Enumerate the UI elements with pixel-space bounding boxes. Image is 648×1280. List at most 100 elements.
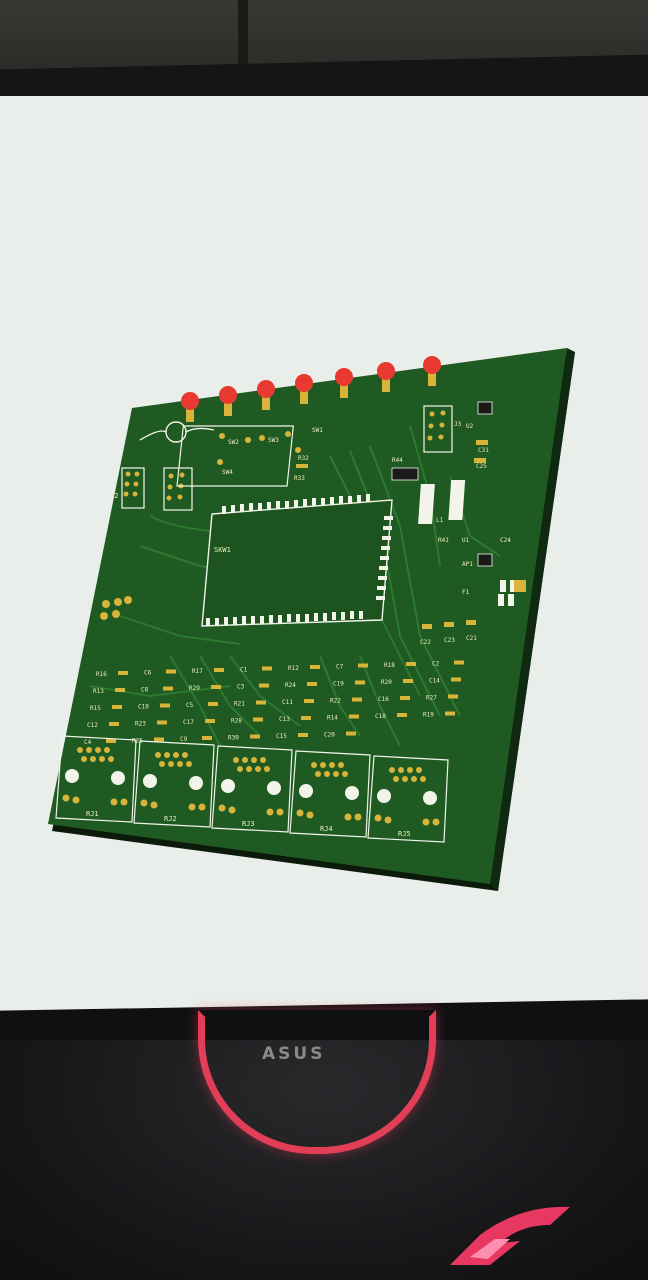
capacitor-c31 xyxy=(476,440,488,445)
led-3 xyxy=(257,380,275,410)
smd-pad xyxy=(112,705,122,709)
component-label: R20 xyxy=(381,679,392,686)
smd-pad xyxy=(160,703,170,708)
rj-pin xyxy=(177,761,183,767)
rj-shield-pad xyxy=(354,813,362,821)
component-label: C1 xyxy=(240,667,248,674)
rj-pin xyxy=(90,756,96,762)
inductor-l1-a xyxy=(418,484,435,524)
switch-block xyxy=(176,425,294,487)
rj-pin xyxy=(233,757,239,763)
mounting-hole xyxy=(267,781,281,795)
component-label: C14 xyxy=(429,678,440,685)
left-connector-pads xyxy=(100,596,132,620)
led-6 xyxy=(377,362,395,392)
mounting-hole xyxy=(221,779,235,793)
label-sw4: SW4 xyxy=(222,469,233,476)
label-sw1: SW1 xyxy=(312,427,323,434)
rj-port-label: RJ2 xyxy=(164,815,177,823)
chip-ap1 xyxy=(477,553,493,567)
rj-port-label: RJ1 xyxy=(86,810,99,818)
component-label: R13 xyxy=(93,688,104,695)
label-j3: J3 xyxy=(454,421,462,428)
smd-pad xyxy=(352,697,362,702)
component-label: C15 xyxy=(276,733,287,740)
component-label: C16 xyxy=(378,696,389,703)
smd-pad xyxy=(448,694,458,699)
rj-shield-pad xyxy=(432,818,440,826)
wall-seam xyxy=(238,0,248,78)
rj-pin xyxy=(402,776,408,782)
component-label: C7 xyxy=(336,664,344,671)
rj-shield-pad xyxy=(110,798,118,806)
rj-pin xyxy=(86,747,92,753)
pin-header xyxy=(163,467,193,511)
smd-pad xyxy=(259,683,269,688)
rj-shield-pad xyxy=(150,801,158,809)
label-j2: J2 xyxy=(110,492,118,500)
component-label: C2 xyxy=(432,661,440,668)
rj-shield-pad xyxy=(384,816,392,824)
label-sw3: SW3 xyxy=(268,437,279,444)
module-skw1 xyxy=(201,499,393,627)
mounting-hole xyxy=(299,784,313,798)
smd-pad xyxy=(109,722,119,726)
usb-pads xyxy=(498,580,516,606)
smd-pad xyxy=(166,669,176,674)
component-label: R17 xyxy=(192,668,203,675)
led-2 xyxy=(219,386,237,416)
component-label: R27 xyxy=(426,695,437,702)
mounting-hole xyxy=(143,774,157,788)
rj-pin xyxy=(411,776,417,782)
rj-pin xyxy=(186,761,192,767)
component-label: R14 xyxy=(327,715,338,722)
component-label: C18 xyxy=(375,713,386,720)
rj-pin xyxy=(168,761,174,767)
component-label: R25 xyxy=(132,738,143,745)
component-label: C8 xyxy=(141,687,149,694)
smd-pad xyxy=(208,702,218,706)
chip-ldo xyxy=(391,467,419,481)
smd-pad xyxy=(451,677,461,682)
smd-pad xyxy=(403,679,413,683)
rj-shield-pad xyxy=(228,806,236,814)
component-label: R19 xyxy=(423,712,434,719)
label-u2: U2 xyxy=(466,423,474,430)
rj-shield-pad xyxy=(72,796,80,804)
rj-pin xyxy=(104,747,110,753)
led-1 xyxy=(181,392,199,422)
component-label: C3 xyxy=(237,684,245,691)
rj-shield-pad xyxy=(140,799,148,807)
resistor-r32 xyxy=(296,464,308,468)
board-logo xyxy=(139,421,215,443)
rj-pin xyxy=(237,766,243,772)
component-label: R28 xyxy=(231,718,242,725)
connector-j3-pins xyxy=(427,410,446,441)
rj-port-outline xyxy=(55,735,137,823)
component-label: R23 xyxy=(135,721,146,728)
capacitor-c25 xyxy=(474,458,486,463)
pcb-render: J2 SW2 SW3 SW1 SW4 R32 R33 xyxy=(48,348,575,891)
label-skw1: SKW1 xyxy=(214,546,231,554)
module-pads-top xyxy=(222,494,370,514)
rj-pin xyxy=(398,767,404,773)
label-r44: R44 xyxy=(392,457,403,464)
led-4 xyxy=(295,374,313,404)
component-label: R12 xyxy=(288,665,299,672)
rog-eye-icon xyxy=(450,1206,570,1265)
rj-pin xyxy=(333,771,339,777)
rj-port-outline xyxy=(211,745,293,833)
rj-shield-pad xyxy=(422,818,430,826)
component-label: R16 xyxy=(96,671,107,678)
rj-pin xyxy=(164,752,170,758)
mounting-hole xyxy=(423,791,437,805)
label-r32: R32 xyxy=(298,455,309,462)
rj-pin xyxy=(95,747,101,753)
label-sw2: SW2 xyxy=(228,439,239,446)
rj-pin xyxy=(320,762,326,768)
label-c24: C24 xyxy=(500,537,511,544)
component-label: R15 xyxy=(90,705,101,712)
smd-pad xyxy=(397,713,407,717)
